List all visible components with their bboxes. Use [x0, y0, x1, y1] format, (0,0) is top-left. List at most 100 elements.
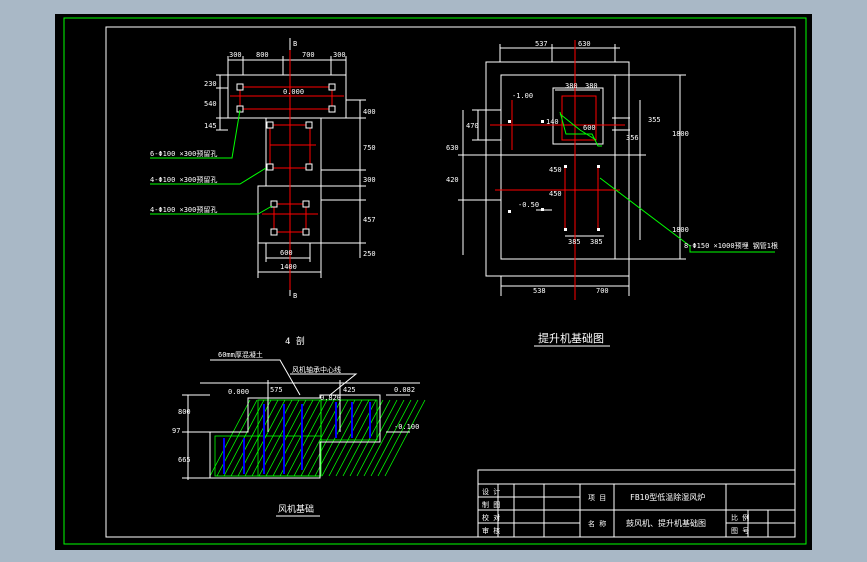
hatch-line	[300, 399, 342, 477]
plan-dim-right-2: 750	[363, 144, 376, 152]
hoist-pit	[552, 87, 604, 145]
hoist-dim-inner-right-1: 140	[546, 118, 559, 126]
hoist-dim-right-4: 1800	[672, 226, 689, 234]
plan-dim-top-2: 800	[256, 51, 269, 59]
hoist-dim-lower-2: 385	[590, 238, 603, 246]
plan-callout-2: 4-Φ100 ×300预留孔	[150, 175, 217, 184]
hoist-dim-lower-1: 385	[568, 238, 581, 246]
hoist-dim-center-1: 450	[549, 166, 562, 174]
hatch-line	[370, 399, 412, 477]
hatch-line	[272, 399, 314, 477]
section-dim-mid-2: 425	[343, 386, 356, 394]
plan-callout-3: 4-Φ100 ×300预留孔	[150, 205, 217, 214]
section-leaders	[210, 359, 410, 433]
hoist-dim-right-2: 356	[626, 134, 639, 142]
hoist-caption: 提升机基础图	[538, 331, 604, 345]
hoist-dim-inner-right-2: 600	[583, 124, 596, 132]
plan-view	[216, 38, 366, 296]
section-outline	[182, 380, 420, 480]
section-dim-mid-1: 575	[270, 386, 283, 394]
plan-elevation: 0.000	[283, 88, 304, 96]
hatch-line	[209, 399, 251, 477]
hoist-level-1: -1.00	[512, 92, 533, 100]
plan-section-mark-top: B	[293, 40, 297, 48]
plan-dim-right-1: 400	[363, 108, 376, 116]
section-rebar	[223, 402, 371, 474]
title-row-2: 制 图	[482, 500, 500, 509]
hatch-line	[321, 399, 363, 477]
hatch-line	[258, 399, 300, 477]
plan-dim-left-1: 230	[204, 80, 217, 88]
section-elev-3: 0.820	[320, 394, 341, 402]
section-axis-label: 风机轴承中心线	[292, 365, 341, 374]
plan-dim-top-1: 300	[229, 51, 242, 59]
hatch-line	[251, 399, 293, 477]
hatch-line	[265, 399, 307, 477]
drawing-number-label: 图 号	[731, 527, 749, 535]
hoist-dim-inner-2: 380	[585, 82, 598, 90]
title-row-1: 设 计	[482, 487, 500, 496]
section-elev-1: 0.000	[228, 388, 249, 396]
outer-frame	[63, 17, 807, 545]
hoist-labels: 537 630 380 380 470 630 420 355 356 1800…	[446, 40, 778, 345]
plan-dim-right-4: 457	[363, 216, 376, 224]
hatch-line	[293, 399, 335, 477]
plan-callout-leaders	[150, 109, 273, 215]
plan-section-mark-bottom: B	[293, 292, 297, 300]
hoist-dim-left-3: 420	[446, 176, 459, 184]
sheet-background	[55, 14, 812, 550]
plan-dim-bottom-2: 1400	[280, 263, 297, 271]
drawing-label: 名 称	[588, 519, 606, 528]
hoist-centerlines	[490, 40, 625, 300]
plan-dim-left-3: 145	[204, 122, 217, 130]
plan-reserved-holes	[236, 83, 336, 236]
hoist-dim-top-1: 537	[535, 40, 548, 48]
title-row-3: 校 对	[482, 513, 500, 522]
hoist-dim-bottom-1: 538	[533, 287, 546, 295]
section-labels: 4 剖 60mm厚混凝土 风机轴承中心线 800 97 665 575 425 …	[172, 335, 419, 515]
hoist-equipment	[559, 111, 775, 253]
inner-frame	[105, 26, 796, 538]
hoist-dim-right-1: 355	[648, 116, 661, 124]
hoist-plan	[458, 44, 686, 296]
hoist-dim-left-1: 470	[466, 122, 479, 130]
plan-dim-right-3: 300	[363, 176, 376, 184]
hoist-outer-slab	[485, 61, 630, 277]
section-caption: 风机基础	[278, 503, 314, 515]
title-block	[477, 469, 796, 538]
hatch-line	[286, 399, 328, 477]
hatch-line	[307, 399, 349, 477]
hoist-inner-slab	[500, 74, 616, 260]
hoist-anchor-points	[508, 120, 600, 231]
plan-dim-left-2: 540	[204, 100, 217, 108]
hoist-dim-top-2: 630	[578, 40, 591, 48]
scale-label: 比 例	[731, 513, 749, 522]
plan-callout-1: 6-Φ100 ×300预留孔	[150, 149, 217, 158]
hoist-dim-center-2: 450	[549, 190, 562, 198]
section-top-label: 60mm厚混凝土	[218, 350, 263, 359]
section-dim-left-2: 97	[172, 427, 180, 435]
plan-labels: 300 800 700 300 230 540 145 400 750 300 …	[150, 40, 376, 300]
hoist-level-2: -0.50	[518, 201, 539, 209]
section-elev-4: -0.100	[394, 423, 419, 431]
hatch-line	[328, 399, 370, 477]
hoist-dim-bottom-2: 700	[596, 287, 609, 295]
hoist-callout: 8-Φ150 ×1000预埋 钢管1根	[684, 241, 778, 250]
hoist-dim-right-3: 1800	[672, 130, 689, 138]
hatch-line	[363, 399, 405, 477]
section-mark: 4 剖	[285, 335, 305, 347]
hoist-dim-inner-1: 380	[565, 82, 578, 90]
hatch-line	[279, 399, 321, 477]
hatch-line	[384, 399, 426, 477]
hoist-dim-left-2: 630	[446, 144, 459, 152]
section-elev-2: 0.082	[394, 386, 415, 394]
plan-dim-bottom-1: 600	[280, 249, 293, 257]
project-label: 项 目	[588, 494, 606, 502]
hatch-line	[342, 399, 384, 477]
plan-centerlines	[230, 50, 344, 290]
section-dim-left-1: 800	[178, 408, 191, 416]
plan-dim-top-4: 300	[333, 51, 346, 59]
plan-dim-right-5: 250	[363, 250, 376, 258]
hatch-line	[356, 399, 398, 477]
